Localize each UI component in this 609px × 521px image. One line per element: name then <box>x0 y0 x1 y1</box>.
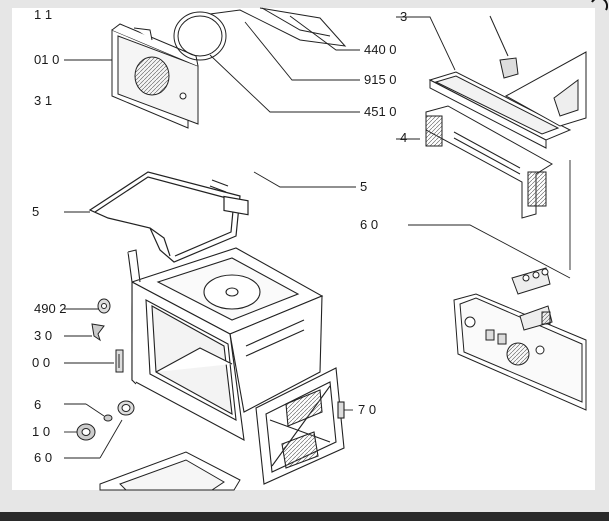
part-label: 6 0 <box>34 450 52 465</box>
top-heater-element <box>88 171 249 263</box>
part-label-5: 5 <box>360 179 367 194</box>
heating-ring-element <box>173 7 347 61</box>
part-label: 7 0 <box>358 402 376 417</box>
part-label: 3 0 <box>34 328 52 343</box>
part-label: 915 0 <box>364 72 397 87</box>
close-button[interactable] <box>588 0 609 16</box>
bottom-panel <box>99 451 241 491</box>
part-label: 4 <box>400 130 407 145</box>
labels-group-right: 440 0 915 0 451 0 3 4 6 0 7 0 <box>358 9 407 417</box>
part-label: 0 0 <box>32 355 50 370</box>
part-label: 451 0 <box>364 104 397 119</box>
rear-fan-panel <box>111 23 199 129</box>
part-label: 490 2 <box>34 301 67 316</box>
part-label: 5 <box>32 204 39 219</box>
leader-lines <box>64 15 571 459</box>
front-control-panel <box>453 267 587 411</box>
part-label: 1 1 <box>34 7 52 22</box>
part-label: 3 1 <box>34 93 52 108</box>
oven-cavity <box>127 247 324 441</box>
part-label: 440 0 <box>364 42 397 57</box>
part-label: 1 0 <box>32 424 50 439</box>
close-icon <box>591 0 609 11</box>
oven-door-frame <box>255 367 345 485</box>
labels-group: 1 1 01 0 3 1 5 490 2 3 0 0 0 6 1 0 6 0 <box>32 7 67 465</box>
part-label: 01 0 <box>34 52 59 67</box>
small-parts <box>76 298 135 441</box>
bottom-toolbar-edge <box>0 512 609 521</box>
part-label: 3 <box>400 9 407 24</box>
part-label: 6 0 <box>360 217 378 232</box>
control-chassis <box>425 15 587 219</box>
part-label: 6 <box>34 397 41 412</box>
